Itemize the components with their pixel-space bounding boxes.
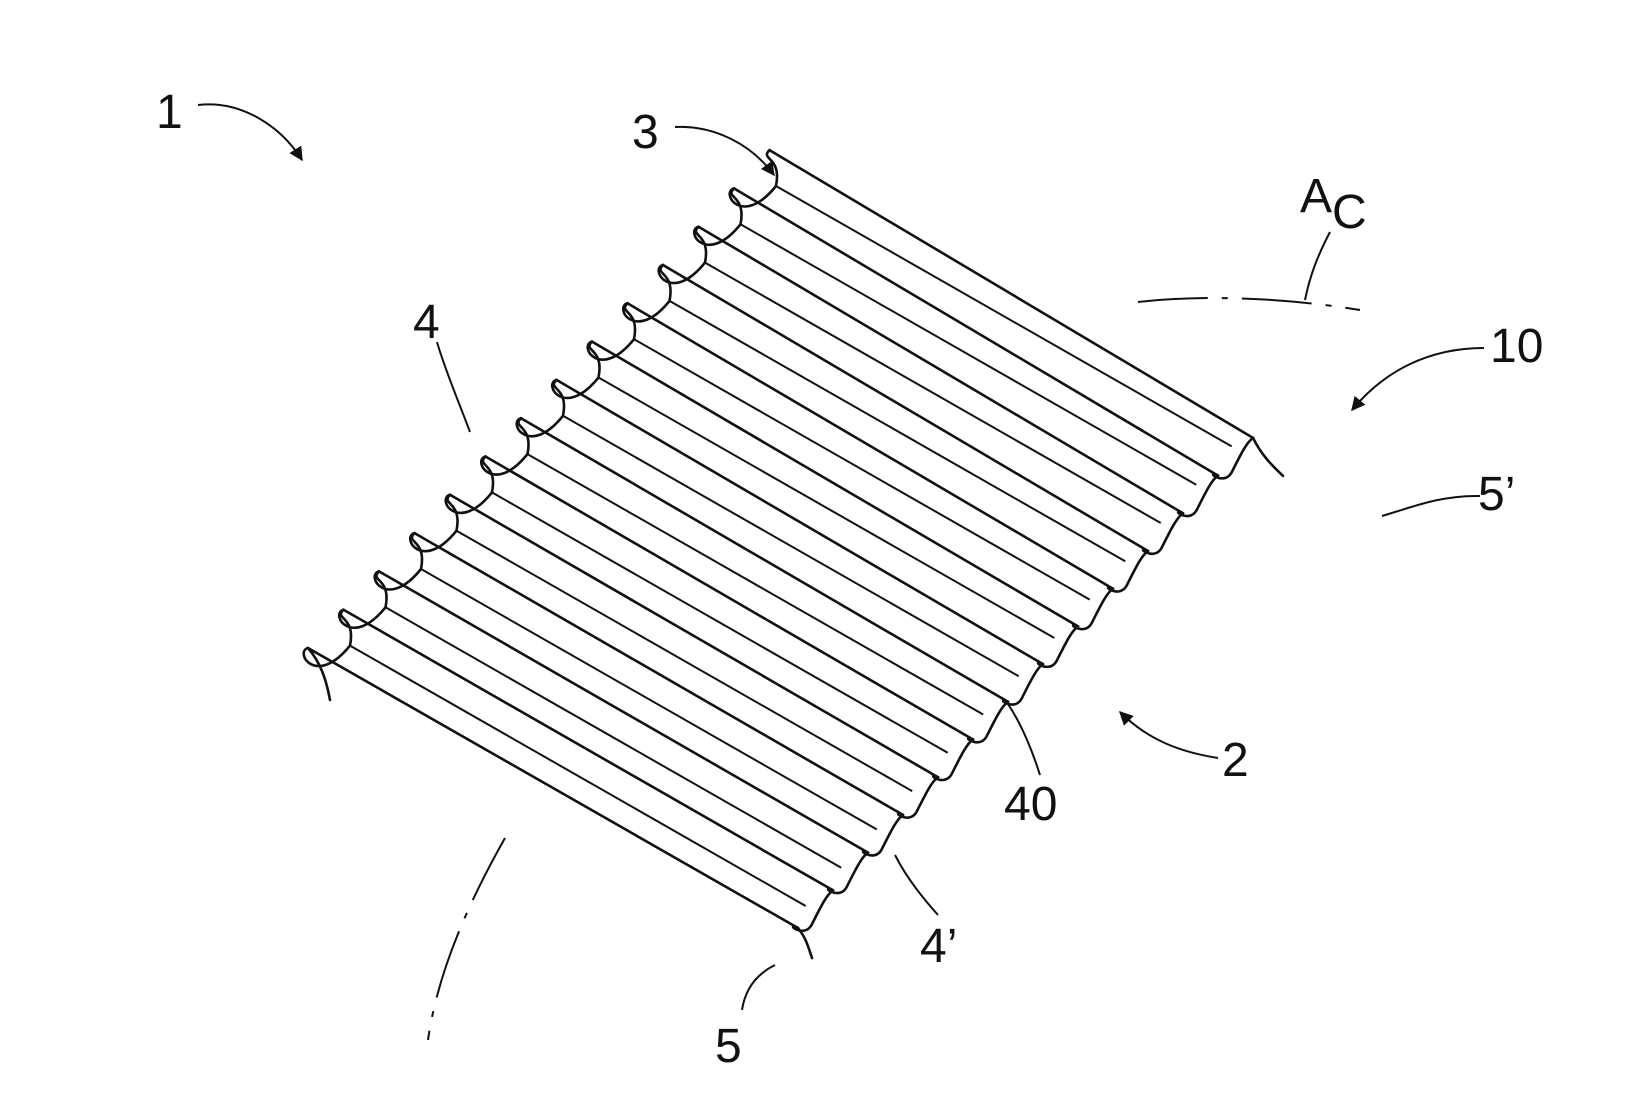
pleat-front-profile: [933, 740, 973, 781]
pleat-back-profile: [339, 571, 386, 627]
label-ref-5: 5: [715, 1020, 742, 1073]
label-ref-3: 3: [632, 106, 659, 159]
pleat-crest-line: [308, 648, 798, 928]
pleat-front-profile: [1073, 589, 1113, 629]
pleat-front-profile: [1178, 476, 1218, 516]
pleat-back-profile: [730, 150, 777, 206]
pleat-crest-line: [415, 533, 904, 815]
pleat-valley-line: [457, 531, 913, 791]
label-ref-2: 2: [1222, 734, 1249, 787]
pleat-crest-line: [557, 380, 1044, 664]
pleat-valley-line: [528, 454, 984, 714]
pleat-front-profile: [1143, 513, 1183, 553]
pleat-back-profile: [410, 495, 457, 551]
pleat-back-profile: [623, 265, 670, 321]
pleat-end-tail-front: [798, 928, 812, 958]
pleat-crest-line: [663, 265, 1148, 551]
label-ref-4-prime: 4’: [920, 920, 957, 973]
pleat-valley-line: [563, 416, 1019, 676]
pleat-valley-line: [670, 301, 1126, 561]
leader-line-40: [1008, 704, 1040, 775]
pleat-front-profile: [968, 702, 1008, 742]
pleat-back-profile: [375, 533, 422, 589]
leader-line-4: [437, 342, 470, 432]
pleat-crest-line: [734, 188, 1218, 475]
leader-arrow-10: [1352, 348, 1484, 410]
pleat-back-profile: [446, 457, 493, 513]
pleat-front-profile: [863, 815, 903, 856]
pleat-crest-line: [521, 418, 1008, 702]
leader-arrow-3: [675, 127, 774, 175]
pleat-crest-line: [486, 457, 974, 740]
pleat-back-profile: [659, 227, 706, 283]
label-ref-10: 10: [1490, 320, 1543, 373]
pleat-crest-line: [379, 571, 868, 852]
label-ref-4: 4: [413, 296, 440, 349]
label-ref-1: 1: [156, 86, 183, 139]
pleat-back-profile: [517, 380, 564, 436]
pleat-back-profile: [694, 188, 741, 244]
pleat-crest-line: [344, 610, 834, 891]
pleat-front-profile: [828, 853, 868, 893]
label-ref-a: AC: [1300, 170, 1367, 239]
pleat-back-profile: [552, 342, 599, 398]
axis-line-back: [1138, 298, 1360, 310]
label-ref-a-subscript: C: [1332, 186, 1367, 239]
pleat-valley-line: [634, 339, 1090, 599]
pleat-valley-line: [421, 569, 877, 829]
leader-line-5: [742, 965, 775, 1010]
pleat-front-profile: [793, 890, 833, 930]
pleat-back-profile: [481, 418, 528, 474]
pleat-end-tail-left: [308, 648, 330, 700]
leader-line-4-prime: [895, 855, 938, 915]
label-ref-5-prime: 5’: [1478, 468, 1515, 521]
pleat-crest-line: [770, 150, 1254, 438]
pleat-end-tail-back: [1253, 438, 1283, 476]
leader-line-5-prime: [1382, 496, 1480, 516]
pleated-filter-body: [304, 150, 1283, 958]
leader-arrow-1: [198, 104, 302, 160]
pleat-crest-line: [699, 227, 1184, 514]
pleat-valley-line: [492, 492, 948, 752]
pleat-back-profile: [588, 303, 635, 359]
pleat-front-profile: [1108, 551, 1148, 592]
leader-arrow-2: [1120, 712, 1218, 758]
pleat-valley-line: [599, 378, 1055, 638]
pleat-crest-line: [450, 495, 938, 777]
leader-line-ac: [1305, 232, 1330, 300]
pleat-front-profile: [898, 777, 938, 817]
label-ref-a-letter: A: [1300, 170, 1332, 223]
pleat-crest-line: [628, 303, 1114, 588]
axis-line-front: [428, 838, 505, 1040]
label-ref-40: 40: [1004, 778, 1057, 831]
pleat-front-profile: [1213, 438, 1253, 478]
pleat-crest-line: [592, 342, 1078, 627]
